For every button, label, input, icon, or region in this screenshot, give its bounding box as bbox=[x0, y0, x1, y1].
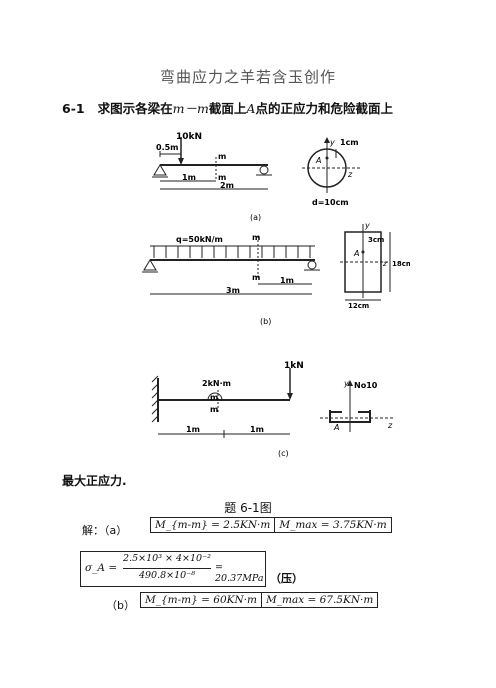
fig-a-m-bottom: m bbox=[218, 173, 226, 182]
fig-a-diameter: d=10cm bbox=[312, 198, 349, 207]
point-var-A: A bbox=[246, 101, 256, 116]
eq-sigma-lhs: σ_A = bbox=[85, 562, 118, 574]
fig-a-dim-1m: 1m bbox=[182, 173, 196, 182]
solution-prefix: 解： bbox=[82, 524, 104, 537]
fig-a-load: 10kN bbox=[176, 132, 202, 142]
problem-text-c: 点的正应力和危险截面上 bbox=[255, 101, 393, 116]
fig-a-dim-1cm: 1cm bbox=[340, 138, 359, 147]
eq-a-max: M_max = 3.75KN·m bbox=[274, 518, 390, 532]
fig-b-load: q=50kN/m bbox=[176, 235, 223, 244]
part-a-label: （a） bbox=[104, 524, 128, 537]
fig-c-caption: (c) bbox=[278, 449, 289, 458]
fig-c-moment: 2kN·m bbox=[202, 379, 231, 388]
fig-c-m-bottom: m bbox=[210, 405, 218, 414]
eq-sigma-fraction-bar bbox=[123, 568, 211, 569]
eq-sigma-denominator: 490.8×10⁻⁸ bbox=[138, 570, 196, 581]
part-b-label: （b） bbox=[106, 599, 135, 612]
section-var-mm: m－m bbox=[172, 101, 209, 116]
fig-a-m-top: m bbox=[218, 152, 226, 161]
eq-b-max: M_max = 67.5KN·m bbox=[260, 593, 377, 607]
problem-conclusion: 最大正应力. bbox=[62, 474, 127, 488]
eq-sigma-result: = 20.37MPa bbox=[215, 562, 264, 584]
fig-b-dim-3cm: 3cm bbox=[368, 236, 384, 244]
fig-c-axis-y: y bbox=[343, 379, 349, 388]
fig-b-axis-y: y bbox=[364, 221, 370, 230]
figure-b: q=50kN/m m m 1m 3m y 3cm A 18cm 12cm z (… bbox=[142, 221, 410, 326]
figure-a: 10kN 0.5m m m 1m 2m y A z 1cm d=10cm (a) bbox=[152, 132, 360, 222]
fig-b-point-A: A bbox=[353, 249, 359, 258]
fig-b-axis-z: z bbox=[382, 260, 387, 268]
problem-statement: 6-1 求图示各梁在m－m截面上A点的正应力和危险截面上 bbox=[62, 98, 393, 117]
fig-a-dim-05: 0.5m bbox=[156, 143, 179, 152]
fig-a-point-A: A bbox=[315, 156, 321, 165]
fig-c-dim-1m-b: 1m bbox=[250, 425, 264, 434]
fig-c-dim-1m-a: 1m bbox=[186, 425, 200, 434]
fig-c-load: 1kN bbox=[284, 361, 304, 371]
fig-b-caption: (b) bbox=[260, 317, 271, 326]
fig-b-dim-3m: 3m bbox=[226, 286, 240, 295]
fig-a-axis-z: z bbox=[347, 170, 353, 179]
figure-caption: 题 6-1图 bbox=[224, 501, 272, 515]
fig-c-axis-z: z bbox=[387, 421, 393, 430]
document-title: 弯曲应力之羊若含玉创作 bbox=[159, 68, 336, 86]
problem-text-b: 截面上 bbox=[208, 101, 247, 116]
solution-label: 解：（a） bbox=[82, 522, 127, 538]
problem-number: 6-1 bbox=[62, 101, 85, 116]
eq-a-mm: M_{m-m} = 2.5KN·m bbox=[155, 519, 271, 531]
fig-a-caption: (a) bbox=[250, 213, 261, 222]
fig-c-point-A: A bbox=[333, 423, 339, 432]
fig-b-m-bottom: m bbox=[252, 273, 260, 282]
equation-a-stress: σ_A = 2.5×10³ × 4×10⁻² 490.8×10⁻⁸ = 20.3… bbox=[80, 551, 266, 587]
fig-a-axis-y: y bbox=[329, 138, 335, 147]
fig-a-dim-2m: 2m bbox=[220, 181, 234, 190]
problem-text-a: 求图示各梁在 bbox=[97, 101, 173, 116]
fig-c-section-label: No10 bbox=[354, 381, 378, 390]
fig-c-m-top: m bbox=[210, 393, 218, 402]
eq-sigma-numerator: 2.5×10³ × 4×10⁻² bbox=[123, 553, 211, 564]
compression-note: （压） bbox=[270, 572, 303, 585]
eq-b-mm: M_{m-m} = 60KN·m bbox=[145, 594, 257, 606]
fig-b-dim-12cm: 12cm bbox=[348, 302, 369, 310]
figure-c: 1kN 2kN·m m m 1m 1m y No10 A z (c) bbox=[151, 361, 394, 458]
fig-b-dim-18cm: 18cm bbox=[392, 260, 410, 268]
fig-b-dim-1m: 1m bbox=[280, 276, 294, 285]
fig-b-m-top: m bbox=[252, 233, 260, 242]
